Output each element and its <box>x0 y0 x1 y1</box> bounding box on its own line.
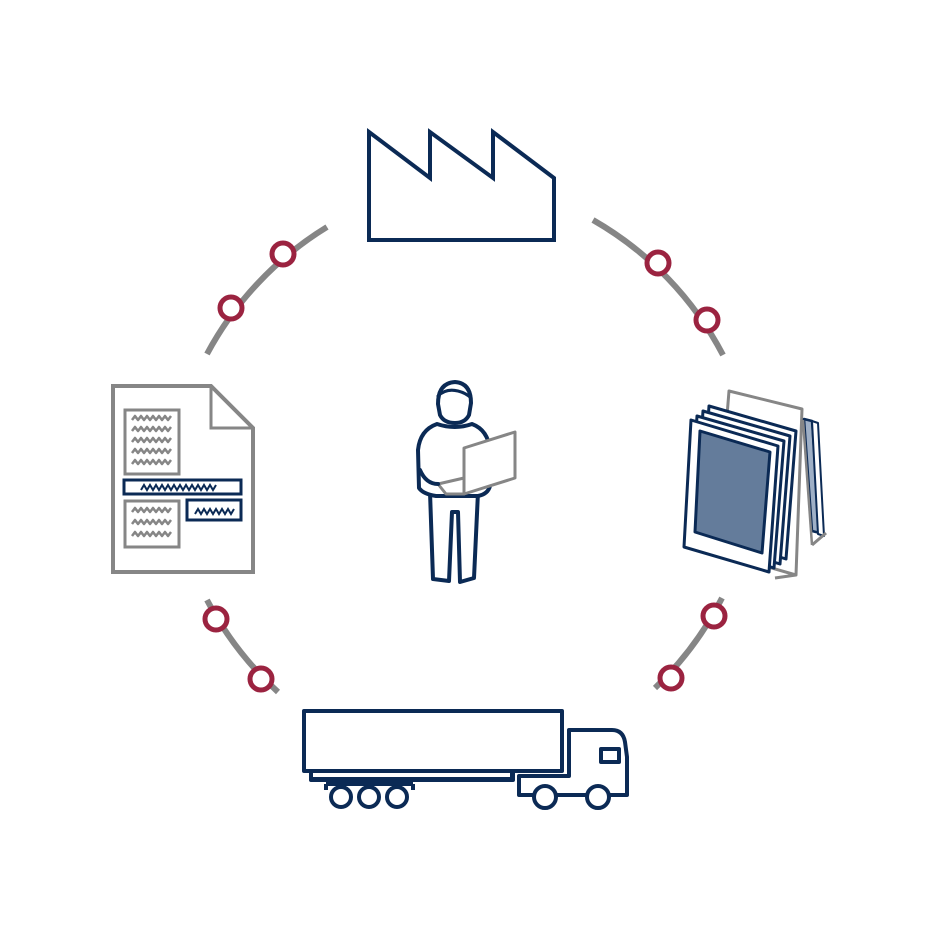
glass-panels-icon <box>682 389 827 580</box>
cycle-arc-top-left <box>204 224 329 356</box>
ring-connector-icon <box>644 249 672 277</box>
ring-connector-icon <box>269 240 297 268</box>
document-icon <box>111 384 255 574</box>
ring-connector-icon <box>202 605 230 633</box>
truck-icon <box>302 709 629 810</box>
ring-connector-icon <box>657 664 685 692</box>
ring-connectors <box>202 240 728 693</box>
cycle-arc-top-right <box>591 217 726 357</box>
ring-connector-icon <box>217 294 245 322</box>
factory-icon <box>367 127 556 242</box>
ring-connector-icon <box>247 665 275 693</box>
ring-connector-icon <box>700 602 728 630</box>
ring-connector-icon <box>693 306 721 334</box>
person-with-laptop-icon <box>416 380 517 584</box>
